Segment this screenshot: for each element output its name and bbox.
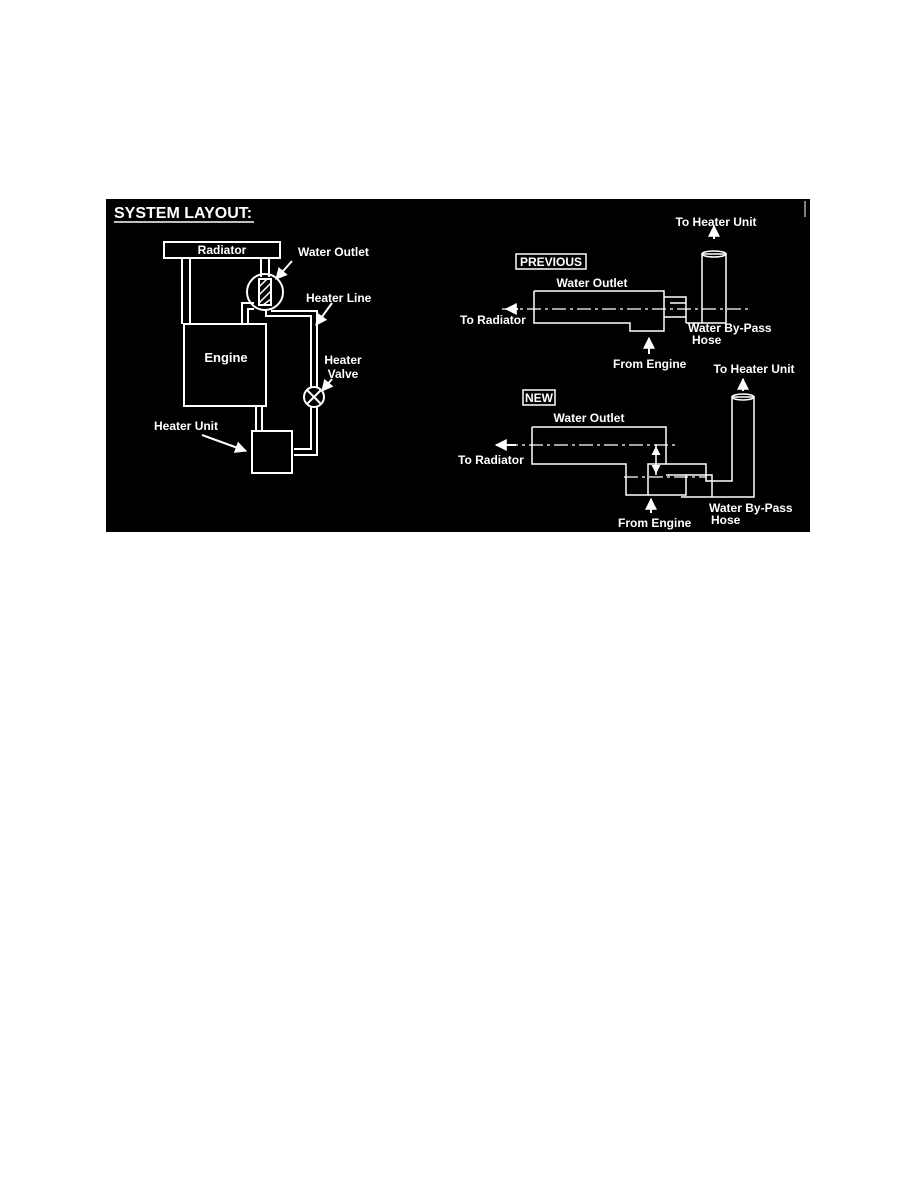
radiator-box bbox=[163, 241, 281, 259]
previous-badge: PREVIOUS bbox=[520, 255, 582, 269]
previous-to-radiator: To Radiator bbox=[460, 313, 526, 327]
heater-unit-box bbox=[251, 430, 293, 474]
engine-box bbox=[183, 323, 267, 407]
system-schematic bbox=[163, 241, 325, 474]
previous-bypass-1: Water By-Pass bbox=[688, 321, 772, 335]
heater-valve-label-2: Valve bbox=[328, 367, 359, 381]
engine-label: Engine bbox=[204, 350, 247, 365]
system-layout-diagram: SYSTEM LAYOUT: bbox=[114, 201, 806, 530]
previous-diagram: PREVIOUS To Heater Unit Water Outlet To … bbox=[460, 215, 772, 371]
figure-title: SYSTEM LAYOUT: bbox=[114, 205, 252, 222]
previous-from-engine: From Engine bbox=[613, 357, 687, 371]
radiator-label: Radiator bbox=[198, 243, 247, 257]
previous-badge-box bbox=[515, 253, 587, 270]
new-to-radiator: To Radiator bbox=[458, 453, 524, 467]
new-diagram: NEW To Heater Unit Water Outlet To Radia… bbox=[458, 362, 795, 530]
heater-valve bbox=[303, 386, 325, 408]
previous-water-outlet: Water Outlet bbox=[557, 276, 628, 290]
new-badge-box bbox=[522, 389, 556, 406]
new-bypass-2: Hose bbox=[711, 513, 741, 527]
water-outlet-label: Water Outlet bbox=[298, 245, 369, 259]
new-water-outlet: Water Outlet bbox=[554, 411, 625, 425]
heater-unit-label: Heater Unit bbox=[154, 419, 218, 433]
previous-to-heater-unit: To Heater Unit bbox=[675, 215, 756, 229]
new-bypass-1: Water By-Pass bbox=[709, 501, 793, 515]
previous-bypass-2: Hose bbox=[692, 333, 722, 347]
heater-valve-label-1: Heater bbox=[324, 353, 362, 367]
new-badge: NEW bbox=[525, 391, 554, 405]
heater-line-label: Heater Line bbox=[306, 291, 372, 305]
new-to-heater-unit: To Heater Unit bbox=[713, 362, 794, 376]
system-layout-figure: SYSTEM LAYOUT: bbox=[106, 199, 810, 532]
new-from-engine: From Engine bbox=[618, 516, 692, 530]
